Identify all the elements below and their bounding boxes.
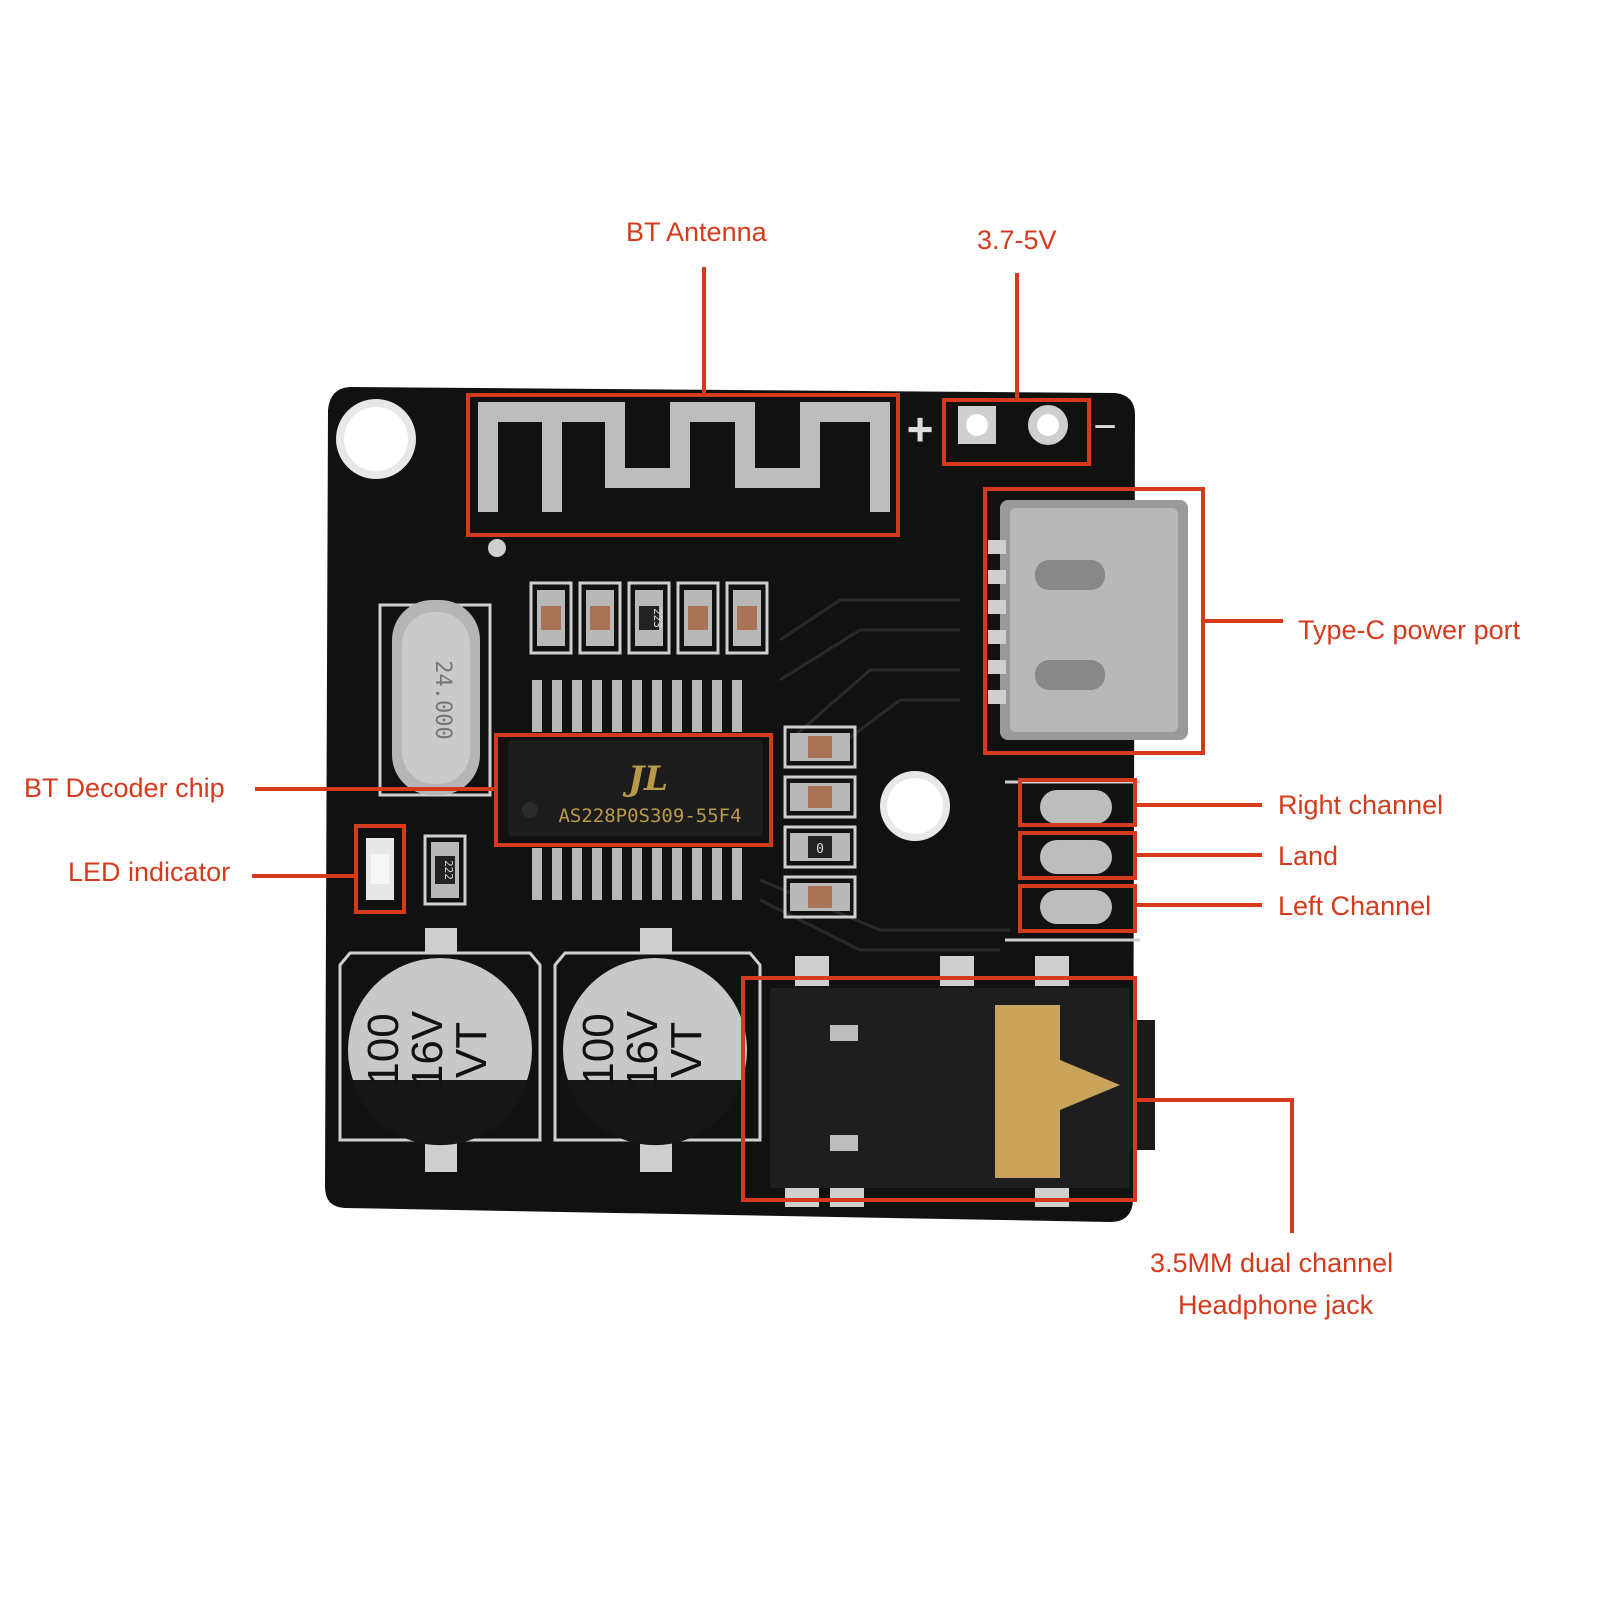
highlight-headphone-jack — [741, 976, 1137, 1202]
chip-part-number: AS228P0S309-55F4 — [558, 805, 741, 827]
label-bt-antenna: BT Antenna — [626, 217, 767, 247]
label-left-channel: Left Channel — [1278, 891, 1432, 921]
highlight-left-channel — [1018, 884, 1137, 933]
ic-pins — [532, 680, 742, 900]
label-land: Land — [1278, 841, 1339, 871]
label-right-channel: Right channel — [1278, 790, 1444, 820]
label-type-c-port: Type-C power port — [1298, 615, 1521, 645]
cap1-text-3: VT — [447, 1022, 496, 1078]
minus-marking: − — [1093, 405, 1116, 449]
label-bt-decoder-chip: BT Decoder chip — [24, 773, 225, 803]
bt-antenna-trace — [478, 402, 890, 512]
smd-resistor-row — [529, 581, 769, 655]
crystal-marking: 24.000 — [430, 660, 455, 739]
label-headphone-jack-line2: Headphone jack — [1178, 1290, 1374, 1320]
audio-output-pads — [1005, 780, 1140, 942]
plus-marking: + — [907, 403, 934, 455]
cap2-text-2: 16V — [618, 1010, 667, 1089]
label-headphone-jack-line1: 3.5MM dual channel — [1150, 1248, 1394, 1278]
bt-decoder-chip-body — [508, 740, 763, 836]
highlight-led-indicator — [354, 824, 406, 914]
resistor-0-marking: 0 — [816, 842, 824, 857]
label-power-voltage: 3.7-5V — [977, 225, 1057, 255]
cap1-text-1: 100 — [359, 1013, 408, 1086]
label-led-indicator: LED indicator — [68, 857, 231, 887]
callout-leader-lines — [252, 267, 1294, 1233]
highlight-bt-antenna — [466, 393, 900, 537]
resistor-223-marking: 223 — [651, 608, 664, 628]
highlight-boxes — [354, 393, 1205, 1202]
headphone-jack-contact — [995, 1005, 1120, 1178]
cap2-text-3: VT — [662, 1022, 711, 1078]
chip-logo: JL — [622, 759, 668, 799]
cap2-text-1: 100 — [574, 1013, 623, 1086]
smd-components-right — [783, 725, 857, 919]
resistor-222-marking: 222 — [442, 860, 455, 880]
cap1-text-2: 16V — [403, 1010, 452, 1089]
highlight-right-channel — [1018, 778, 1137, 827]
